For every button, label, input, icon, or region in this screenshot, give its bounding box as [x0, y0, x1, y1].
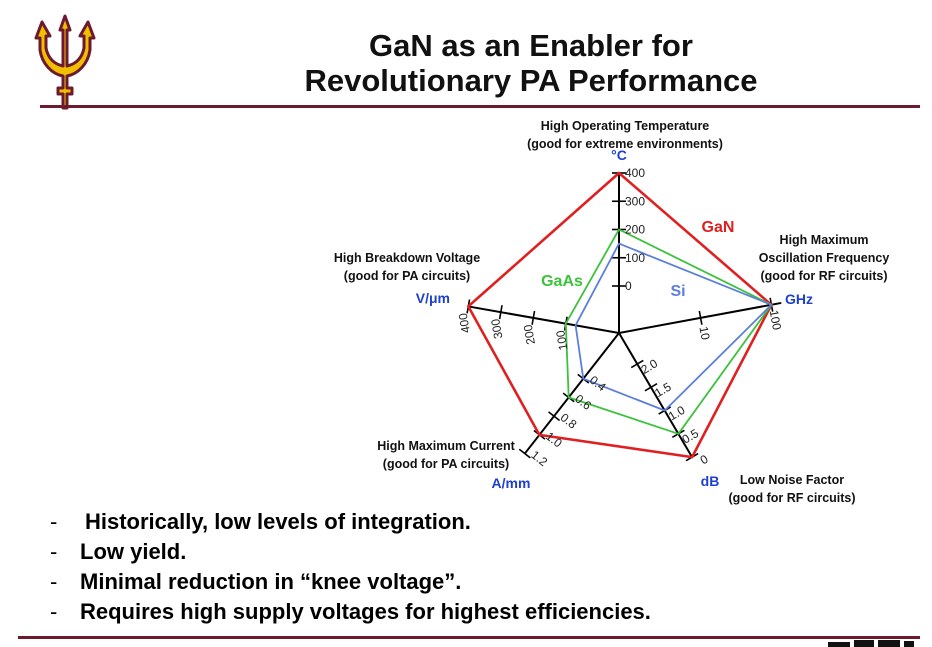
radar-axis-line: [618, 332, 693, 458]
radar-axes: [466, 172, 782, 462]
radar-tick-label: 400: [625, 166, 645, 180]
radar-tick-label: 0: [698, 452, 711, 468]
radar-tick-label: 200: [521, 323, 538, 345]
radar-axis-name: Low Noise Factor: [740, 473, 844, 487]
bullet-text: Requires high supply voltages for highes…: [80, 599, 651, 624]
radar-tick-mark: [531, 310, 536, 325]
bullet-text: Low yield.: [80, 539, 187, 564]
bullet-marker: -: [50, 509, 58, 534]
radar-axis-line: [524, 332, 620, 455]
radar-tick-mark: [644, 383, 658, 392]
radar-axis-unit: A/mm: [492, 475, 531, 491]
radar-series-si-polygon: [574, 242, 773, 412]
radar-tick-label: 300: [625, 194, 645, 208]
radar-series-label: GaAs: [541, 273, 583, 290]
radar-axis-name: (good for RF circuits): [760, 269, 887, 283]
bullet-text: Historically, low levels of integration.: [85, 509, 471, 534]
bullet-marker: -: [50, 569, 58, 594]
radar-tick-label: 0.6: [572, 392, 594, 414]
bullet-marker: -: [50, 539, 58, 564]
radar-series-label: Si: [670, 283, 685, 300]
radar-axis-name: High Breakdown Voltage: [334, 251, 480, 265]
radar-tick-mark: [548, 411, 561, 422]
radar-axis-name: (good for PA circuits): [344, 269, 470, 283]
radar-tick-label: 100: [767, 309, 784, 332]
radar-axis-name: (good for extreme environments): [527, 137, 723, 151]
radar-axis-name: High Maximum: [780, 233, 869, 247]
bullet-item: -Low yield.: [50, 537, 651, 567]
radar-axis-unit: GHz: [785, 291, 813, 307]
radar-tick-label: 100: [625, 251, 645, 265]
university-wordmark-icon: [828, 640, 914, 647]
pitchfork-logo-icon: [34, 14, 96, 110]
slide-title: GaN as an Enabler for Revolutionary PA P…: [150, 28, 912, 98]
radar-axis-name: High Operating Temperature: [541, 119, 710, 133]
radar-tick-label: 300: [488, 317, 505, 339]
radar-tick-mark: [698, 310, 703, 325]
radar-axis-name: (good for PA circuits): [383, 457, 509, 471]
radar-tick-label: 1.2: [528, 448, 550, 470]
radar-axis-unit: °C: [611, 147, 627, 163]
radar-axis-name: (good for RF circuits): [728, 491, 855, 505]
bullet-marker: -: [50, 599, 58, 624]
radar-series-gaas-polygon: [564, 228, 773, 435]
radar-tick-label: 0.4: [587, 373, 609, 395]
radar-tick-label: 100: [553, 329, 570, 351]
radar-axis-line: [468, 305, 620, 334]
radar-tick-label: 400: [456, 312, 473, 334]
radar-axis-name: Oscillation Frequency: [759, 251, 890, 265]
radar-axis-unit: dB: [701, 473, 720, 489]
bullet-item: -Minimal reduction in “knee voltage”.: [50, 567, 651, 597]
slide-title-line-1: GaN as an Enabler for: [369, 28, 693, 63]
radar-axis-name: High Maximum Current: [377, 439, 515, 453]
radar-tick-label: 200: [625, 223, 645, 237]
radar-tick-label: 1.5: [652, 379, 674, 400]
radar-tick-label: 0: [625, 279, 632, 293]
radar-tick-label: 0.8: [558, 410, 580, 432]
footer-divider: [18, 636, 920, 639]
radar-tick-mark: [630, 359, 644, 369]
slide-title-line-2: Revolutionary PA Performance: [304, 63, 758, 98]
radar-tick-label: 1.0: [543, 429, 565, 451]
radar-tick-mark: [518, 448, 531, 459]
bullet-item: -Requires high supply voltages for highe…: [50, 597, 651, 627]
bullet-item: - Historically, low levels of integration…: [50, 507, 651, 537]
radar-series-gan-polygon: [466, 171, 773, 459]
radar-tick-label: 2.0: [638, 356, 660, 377]
radar-axis-unit: V/μm: [416, 290, 450, 306]
radar-series: [466, 171, 773, 459]
bullet-list: - Historically, low levels of integration…: [50, 507, 651, 627]
bullet-text: Minimal reduction in “knee voltage”.: [80, 569, 462, 594]
radar-tick-label: 10: [696, 325, 712, 341]
title-divider: [40, 105, 920, 108]
radar-tick-mark: [498, 305, 503, 320]
radar-series-label: GaN: [702, 219, 735, 236]
